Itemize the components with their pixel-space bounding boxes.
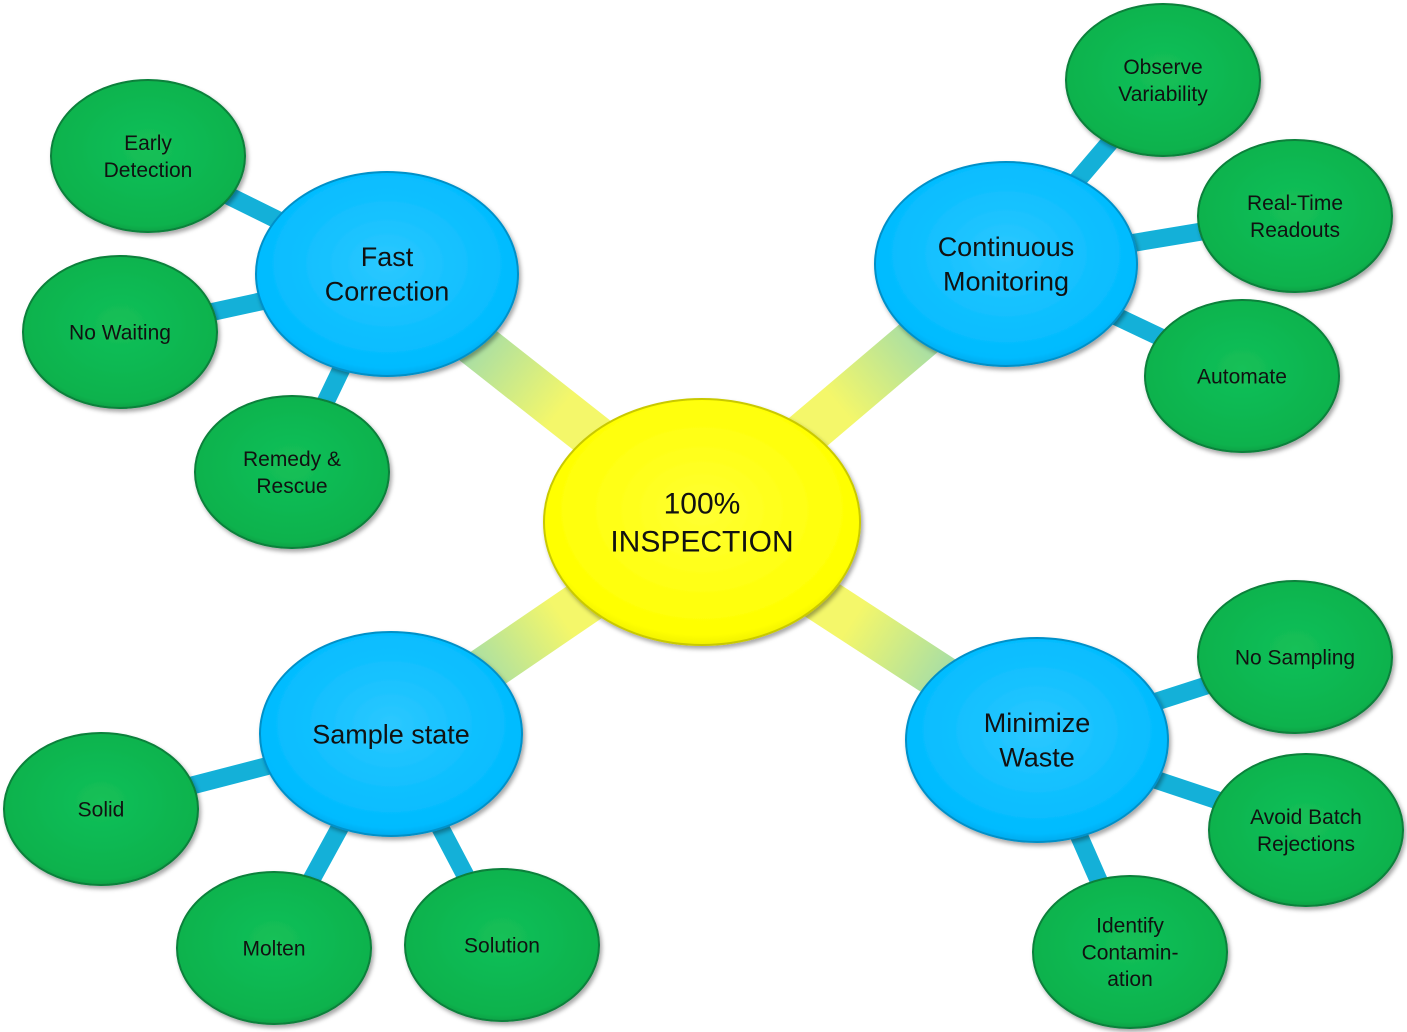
continuous-monitoring-leaf-3: Automate [1144,299,1340,453]
topic-sample-state-shape [259,631,523,837]
center-node-label-line-1: 100% [664,487,741,520]
sample-state-leaf-1-shape [3,732,199,886]
minimize-waste-leaf-1: No Sampling [1197,580,1393,734]
sample-state-leaf-2-label-line-1: Molten [242,937,305,960]
fast-correction-leaf-3: Remedy & Rescue [194,395,390,549]
fast-correction-leaf-3-shape [194,395,390,549]
topic-minimize-waste-label-line-1: Minimize [984,708,1091,738]
continuous-monitoring-leaf-3-label-line-1: Automate [1197,365,1287,388]
sample-state-leaf-1: Solid [3,732,199,886]
continuous-monitoring-leaf-2-label-line-2: Readouts [1250,219,1340,242]
topic-fast-correction-shape [255,171,519,377]
continuous-monitoring-leaf-1-label-line-2: Variability [1118,83,1208,106]
sample-state-leaf-3-label-line-1: Solution [464,934,540,957]
continuous-monitoring-leaf-2-shape [1197,139,1393,293]
minimize-waste-leaf-1-shape [1197,580,1393,734]
topic-minimize-waste-label-line-2: Waste [999,743,1075,773]
sample-state-leaf-1-label-line-1: Solid [78,798,125,821]
center-node-label-line-2: INSPECTION [610,526,793,559]
fast-correction-leaf-2-label-line-1: No Waiting [69,321,171,344]
fast-correction-leaf-3-label-line-2: Rescue [256,475,327,498]
minimize-waste-leaf-2-label-line-2: Rejections [1257,833,1355,856]
minimize-waste-leaf-2-label-line-1: Avoid Batch [1250,806,1362,829]
continuous-monitoring-leaf-1-shape [1065,3,1261,157]
topic-fast-correction-label-line-2: Correction [325,277,450,307]
continuous-monitoring-leaf-1-label-line-1: Observe [1123,56,1202,79]
topic-continuous-monitoring-label-line-2: Monitoring [943,267,1069,297]
center-node-shape [543,398,861,646]
center-node: 100% INSPECTION [543,398,861,646]
minimize-waste-leaf-3-label-line-3: ation [1107,968,1153,991]
minimize-waste-leaf-3-shape [1032,875,1228,1029]
sample-state-leaf-3: Solution [404,868,600,1022]
minimize-waste-leaf-1-label-line-1: No Sampling [1235,646,1355,669]
minimize-waste-leaf-3-label-line-2: Contamin- [1082,941,1179,964]
sample-state-leaf-3-shape [404,868,600,1022]
topic-continuous-monitoring-shape [874,161,1138,367]
topic-sample-state: Sample state [259,631,523,837]
sample-state-leaf-2-shape [176,871,372,1025]
sample-state-leaf-2: Molten [176,871,372,1025]
continuous-monitoring-leaf-3-shape [1144,299,1340,453]
fast-correction-leaf-3-label-line-1: Remedy & [243,448,341,471]
topic-sample-state-label-line-1: Sample state [312,719,470,749]
topic-minimize-waste-shape [905,637,1169,843]
fast-correction-leaf-1-label-line-1: Early [124,132,172,155]
topic-fast-correction-label-line-1: Fast [361,242,414,272]
fast-correction-leaf-1-shape [50,79,246,233]
fast-correction-leaf-2-shape [22,255,218,409]
minimize-waste-leaf-3-label-line-1: Identify [1096,914,1164,937]
topic-continuous-monitoring-label-line-1: Continuous [938,232,1075,262]
fast-correction-leaf-1-label-line-2: Detection [104,159,193,182]
continuous-monitoring-leaf-2-label-line-1: Real-Time [1247,192,1343,215]
minimize-waste-leaf-2-shape [1208,753,1404,907]
fast-correction-leaf-2: No Waiting [22,255,218,409]
